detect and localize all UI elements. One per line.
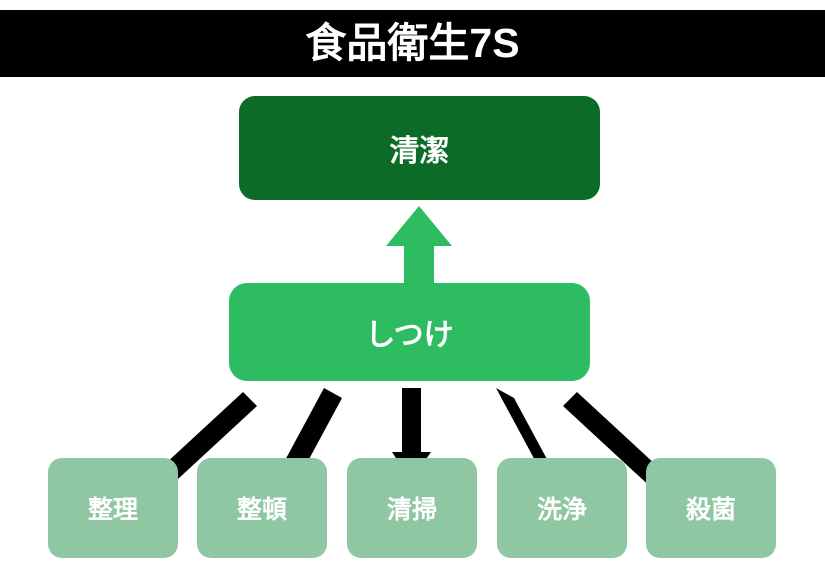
node-shitsuke-label: しつけ xyxy=(365,319,454,352)
node-seiton-label: 整頓 xyxy=(236,496,287,524)
node-sakkin[interactable]: 殺菌 xyxy=(646,458,776,558)
node-seiketsu[interactable]: 清潔 xyxy=(239,96,600,200)
title-banner: 食品衛生7S xyxy=(0,10,825,77)
node-seiton[interactable]: 整頓 xyxy=(197,458,327,558)
node-senjou[interactable]: 洗浄 xyxy=(497,458,627,558)
page-title: 食品衛生7S xyxy=(305,20,520,66)
node-seiketsu-label: 清潔 xyxy=(389,135,450,168)
node-seiri[interactable]: 整理 xyxy=(48,458,178,558)
arrow-up-to-seiketsu xyxy=(386,206,452,285)
node-seiri-label: 整理 xyxy=(87,496,138,524)
node-sakkin-label: 殺菌 xyxy=(685,496,736,524)
node-shitsuke[interactable]: しつけ xyxy=(229,283,590,381)
node-seisou-label: 清掃 xyxy=(386,496,437,524)
node-senjou-label: 洗浄 xyxy=(536,496,587,524)
node-seisou[interactable]: 清掃 xyxy=(347,458,477,558)
